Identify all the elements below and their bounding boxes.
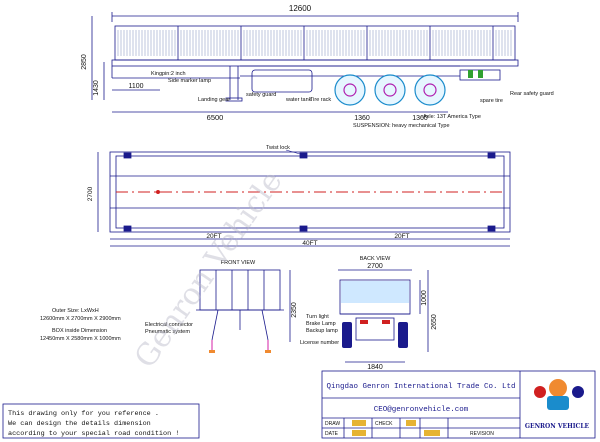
company-email: CEO@genronvehicle.com [374, 406, 469, 414]
back-view-wheels [342, 322, 408, 348]
label-spare-tire: spare tire [480, 98, 503, 104]
dim-back-height: 2650 [431, 314, 438, 330]
spec-outer-size-value: 12600mm X 2700mm X 2900mm [40, 316, 121, 322]
note-line-2: We can design the details dimension [8, 420, 151, 428]
spec-box-title: BOX inside Dimension [52, 328, 107, 334]
plan-kingpin-marker [156, 190, 160, 194]
title-block-check-label: CHECK [375, 421, 393, 427]
dim-axle-spacing-1: 1360 [354, 115, 370, 122]
label-suspension: SUSPENSION: heavy mechanical Type [353, 123, 450, 129]
label-kingpin: Kingpin:2 inch [151, 71, 186, 77]
back-view-panel [341, 281, 409, 303]
title-block-revision-label: REVISION [470, 431, 494, 437]
title-block [321, 370, 596, 439]
label-back-view: BACK VIEW [360, 256, 391, 262]
dim-overall-length: 12600 [289, 4, 312, 13]
label-pneumatic-system: Pneumatic system [145, 329, 190, 335]
label-license-number: License number [300, 340, 339, 346]
dim-plan-40ft: 40FT [302, 240, 317, 247]
label-brake-lamp: Brake Lamp [306, 321, 336, 327]
label-twist-lock: Twist lock [266, 145, 290, 151]
label-axle: Axle: 13T America Type [423, 114, 481, 120]
dim-overall-height: 2850 [81, 54, 88, 70]
dim-back-width: 2700 [367, 263, 383, 270]
side-panel-grating [117, 30, 512, 56]
title-block-stamps [352, 420, 440, 436]
genron-logo: GENRON VEHICLE [525, 379, 590, 430]
dim-plan-20ft-left: 20FT [206, 233, 221, 240]
dim-front-overhang: 1100 [128, 83, 143, 90]
dim-deck-height: 1430 [93, 80, 100, 96]
label-safety-guard: safety guard [246, 92, 276, 98]
label-rear-safety-guard: Rear safety guard [510, 91, 554, 97]
label-turn-light: Turn light [306, 314, 329, 320]
label-backup-lamp: Backup lamp [306, 328, 338, 334]
back-view [338, 269, 429, 363]
dim-plan-20ft-right: 20FT [394, 233, 409, 240]
front-view [196, 269, 291, 342]
dim-front-height: 2350 [291, 302, 298, 318]
notes-box [2, 403, 200, 439]
spec-outer-size-title: Outer Size: LxWxH [52, 308, 99, 314]
note-line-3: according to your special road condition… [8, 430, 179, 438]
watermark: Genron Vehicle [128, 164, 290, 374]
back-view-lights [360, 320, 390, 324]
dim-back-side-height: 1000 [421, 290, 428, 306]
dim-plan-width: 2700 [87, 186, 94, 201]
label-electrical-connector: Electrical connector [145, 322, 193, 328]
label-landing-gear: Landing gear [198, 97, 230, 103]
spare-tire [468, 70, 483, 78]
plan-view [97, 151, 511, 247]
side-wheel-hubs [343, 83, 437, 97]
note-line-1: This drawing only for you reference . [8, 410, 159, 418]
label-front-view: FRONT VIEW [221, 260, 256, 266]
dim-back-track: 1840 [367, 364, 383, 371]
label-tire-rack: Tire rack [310, 97, 331, 103]
title-block-draw-label: DRAW [325, 421, 340, 427]
title-block-date-label: DATE [325, 431, 339, 437]
spec-box-value: 12450mm X 2580mm X 1000mm [40, 336, 121, 342]
label-side-marker-lamp: Side marker lamp [168, 78, 211, 84]
dim-kingpin-to-axle: 6500 [207, 113, 224, 122]
front-view-pads [209, 350, 271, 353]
side-wheels [334, 74, 446, 106]
company-name: Qingdao Genron International Trade Co. L… [326, 383, 515, 391]
label-water-tank: water tank [285, 97, 312, 103]
dim-axle-spacing-2: 1360 [412, 115, 428, 122]
front-view-legs [211, 340, 269, 352]
logo-text: GENRON VEHICLE [525, 423, 590, 430]
